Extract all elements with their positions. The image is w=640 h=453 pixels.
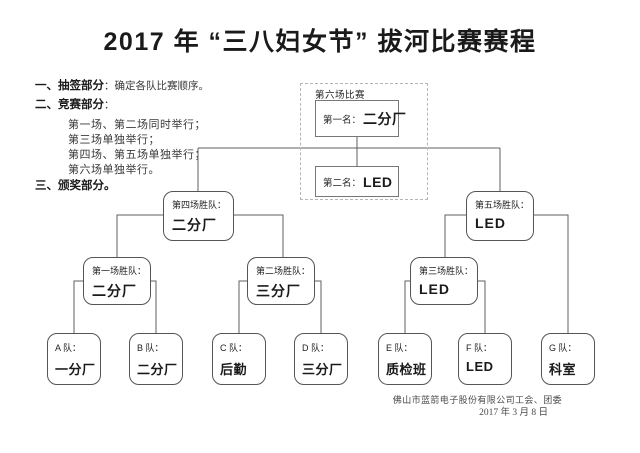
note-item-rest: ：确定各队比赛顺序。 — [104, 81, 209, 92]
team-name: 三分厂 — [302, 362, 343, 377]
team-label: E 队： — [386, 343, 413, 353]
connector-line — [116, 214, 163, 257]
team-name: 二分厂 — [137, 362, 178, 377]
match4-winner-label: 第四场胜队： — [172, 200, 227, 210]
match5-winner-team: LED — [475, 215, 506, 231]
first-place-label: 第一名： — [323, 114, 362, 126]
connector-line — [238, 280, 247, 333]
team-label: A 队： — [55, 343, 82, 353]
note-subitem: 第六场单独举行。 — [68, 164, 160, 176]
team-name: 科室 — [549, 362, 577, 377]
match1-winner-team: 二分厂 — [92, 283, 137, 299]
match3-winner-box: 第三场胜队： LED — [410, 257, 478, 305]
note-subitem: 第三场单独举行； — [68, 134, 160, 146]
team-box-e: E 队： 质检班 — [378, 333, 432, 385]
page-title: 2017 年 “三八妇女节” 拔河比赛赛程 — [103, 28, 537, 56]
team-label: G 队： — [549, 343, 577, 353]
match2-winner-team: 三分厂 — [256, 283, 301, 299]
footer: 佛山市蓝箭电子股份有限公司工会、团委 2017 年 3 月 8 日 — [393, 394, 562, 420]
connector-line — [234, 214, 284, 257]
match5-winner-label: 第五场胜队： — [475, 200, 530, 210]
team-label: B 队： — [137, 343, 164, 353]
footer-organizer: 佛山市蓝箭电子股份有限公司工会、团委 — [392, 395, 562, 405]
connector-line — [478, 280, 486, 333]
match3-winner-label: 第三场胜队： — [419, 266, 474, 276]
connector-line — [444, 214, 466, 257]
connector-line — [315, 280, 322, 333]
note-subitem: 第四场、第五场单独举行； — [68, 149, 206, 161]
footer-date: 2017 年 3 月 8 日 — [479, 408, 548, 418]
team-box-g: G 队： 科室 — [541, 333, 595, 385]
note-subitem: 第一场、第二场同时举行； — [68, 119, 206, 131]
match2-winner-box: 第二场胜队： 三分厂 — [247, 257, 315, 305]
note-item-competition: 二、竞赛部分： — [35, 99, 305, 112]
note-item-draw: 一、抽签部分：确定各队比赛顺序。 — [35, 80, 305, 93]
note-item-head: 二、竞赛部分 — [35, 99, 104, 111]
connector-line — [534, 214, 569, 333]
connector-line — [73, 280, 83, 333]
team-name: 质检班 — [386, 362, 427, 377]
team-box-f: F 队： LED — [458, 333, 512, 385]
team-box-b: B 队： 二分厂 — [129, 333, 183, 385]
connector-line — [404, 280, 410, 333]
team-label: C 队： — [220, 343, 248, 353]
first-place-team: 二分厂 — [363, 110, 407, 127]
notes-section: 一、抽签部分：确定各队比赛顺序。 二、竞赛部分： 第一场、第二场同时举行； 第三… — [35, 80, 305, 199]
note-item-head: 一、抽签部分 — [35, 80, 104, 92]
match1-winner-box: 第一场胜队： 二分厂 — [83, 257, 151, 305]
match4-winner-box: 第四场胜队： 二分厂 — [163, 191, 234, 241]
second-place-box: 第二名： LED — [315, 166, 399, 197]
team-label: D 队： — [302, 343, 330, 353]
second-place-team: LED — [363, 173, 393, 190]
match3-winner-team: LED — [419, 281, 450, 297]
second-place-label: 第二名： — [323, 177, 362, 189]
match5-winner-box: 第五场胜队： LED — [466, 191, 534, 241]
team-box-d: D 队： 三分厂 — [294, 333, 348, 385]
team-name: LED — [466, 359, 494, 374]
first-place-box: 第一名： 二分厂 — [315, 100, 406, 137]
team-label: F 队： — [466, 343, 492, 353]
team-name: 一分厂 — [55, 362, 96, 377]
note-item-head: 三、颁奖部分。 — [35, 180, 116, 192]
match4-winner-team: 二分厂 — [172, 217, 217, 233]
team-box-c: C 队： 后勤 — [212, 333, 266, 385]
note-item-awards: 三、颁奖部分。 — [35, 180, 305, 193]
final-match-group-label: 第六场比赛 — [315, 90, 366, 101]
team-name: 后勤 — [220, 362, 248, 377]
note-item-rest: ： — [104, 100, 115, 111]
match2-winner-label: 第二场胜队： — [256, 266, 311, 276]
final-match-group: 第六场比赛 — [300, 83, 428, 200]
connector-line — [151, 280, 157, 333]
match1-winner-label: 第一场胜队： — [92, 266, 147, 276]
team-box-a: A 队： 一分厂 — [47, 333, 101, 385]
